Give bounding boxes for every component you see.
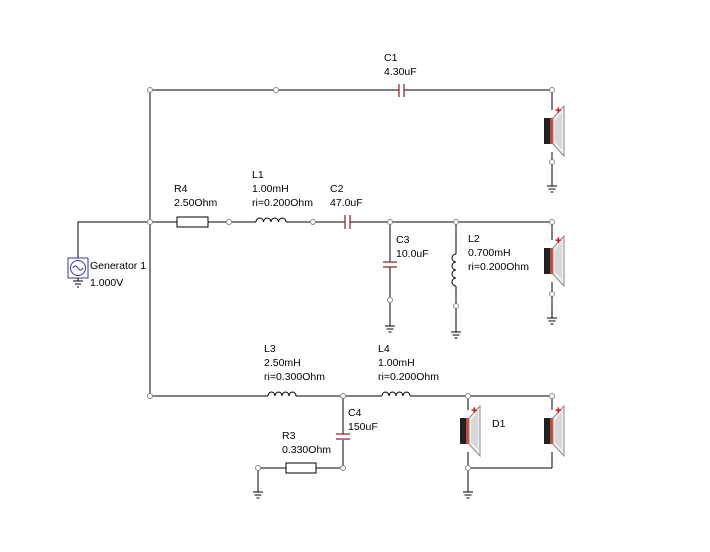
l2-ri: ri=0.200Ohm: [468, 261, 529, 273]
ground-icon: [385, 325, 395, 333]
l2-value: 0.700mH: [468, 247, 511, 259]
l4-name: L4: [378, 343, 390, 355]
l4-ri: ri=0.200Ohm: [378, 371, 439, 383]
c2-name: C2: [330, 183, 344, 195]
inductor-l2[interactable]: L2 0.700mH ri=0.200Ohm: [451, 233, 529, 287]
r4-value: 2.50Ohm: [174, 197, 217, 209]
l2-name: L2: [468, 233, 480, 245]
resistor-r4[interactable]: R4 2.50Ohm: [174, 183, 217, 228]
l3-name: L3: [264, 343, 276, 355]
connection-nodes: [147, 87, 555, 471]
speaker-midrange[interactable]: +: [544, 234, 565, 288]
c3-name: C3: [396, 234, 410, 246]
capacitor-c1[interactable]: C1 4.30uF: [384, 52, 417, 97]
speaker-plus-icon: +: [555, 235, 561, 247]
speaker-plus-icon: +: [471, 405, 477, 417]
speaker-plus-icon: +: [555, 405, 561, 417]
ground-icon: [451, 331, 461, 339]
l3-value: 2.50mH: [264, 357, 301, 369]
c2-value: 47.0uF: [330, 197, 363, 209]
ground-icon: [463, 491, 473, 499]
c3-value: 10.0uF: [396, 248, 429, 260]
generator-value: 1.000V: [90, 277, 123, 289]
inductor-l4[interactable]: L4 1.00mH ri=0.200Ohm: [378, 343, 439, 397]
l1-ri: ri=0.200Ohm: [252, 197, 313, 209]
sine-wave-icon: [72, 265, 84, 271]
l4-value: 1.00mH: [378, 357, 415, 369]
c1-value: 4.30uF: [384, 66, 417, 78]
ground-symbols: [253, 185, 557, 499]
speaker-d1-left[interactable]: +: [460, 404, 481, 458]
speaker-plus-icon: +: [555, 105, 561, 117]
wires: [77, 89, 553, 492]
l1-value: 1.00mH: [252, 183, 289, 195]
capacitor-c2[interactable]: C2 47.0uF: [330, 183, 363, 229]
d1-label: D1: [492, 418, 506, 430]
r4-name: R4: [174, 183, 188, 195]
c1-name: C1: [384, 52, 398, 64]
ground-icon: [253, 491, 263, 499]
resistor-r3[interactable]: R3 0.330Ohm: [282, 430, 331, 474]
l3-ri: ri=0.300Ohm: [264, 371, 325, 383]
r3-value: 0.330Ohm: [282, 444, 331, 456]
l1-name: L1: [252, 169, 264, 181]
inductor-l3[interactable]: L3 2.50mH ri=0.300Ohm: [264, 343, 325, 397]
r3-name: R3: [282, 430, 296, 442]
generator-1[interactable]: Generator 1 1.000V: [67, 257, 146, 289]
capacitor-c3[interactable]: C3 10.0uF: [383, 234, 429, 268]
c4-value: 150uF: [348, 421, 378, 433]
capacitor-c4[interactable]: C4 150uF: [336, 407, 378, 440]
inductor-l1[interactable]: L1 1.00mH ri=0.200Ohm: [252, 169, 313, 223]
ground-icon: [547, 185, 557, 193]
speaker-d1-right[interactable]: +: [544, 404, 565, 458]
speaker-tweeter[interactable]: +: [544, 104, 565, 158]
c4-name: C4: [348, 407, 362, 419]
generator-name: Generator 1: [90, 260, 146, 272]
ground-icon: [547, 317, 557, 325]
